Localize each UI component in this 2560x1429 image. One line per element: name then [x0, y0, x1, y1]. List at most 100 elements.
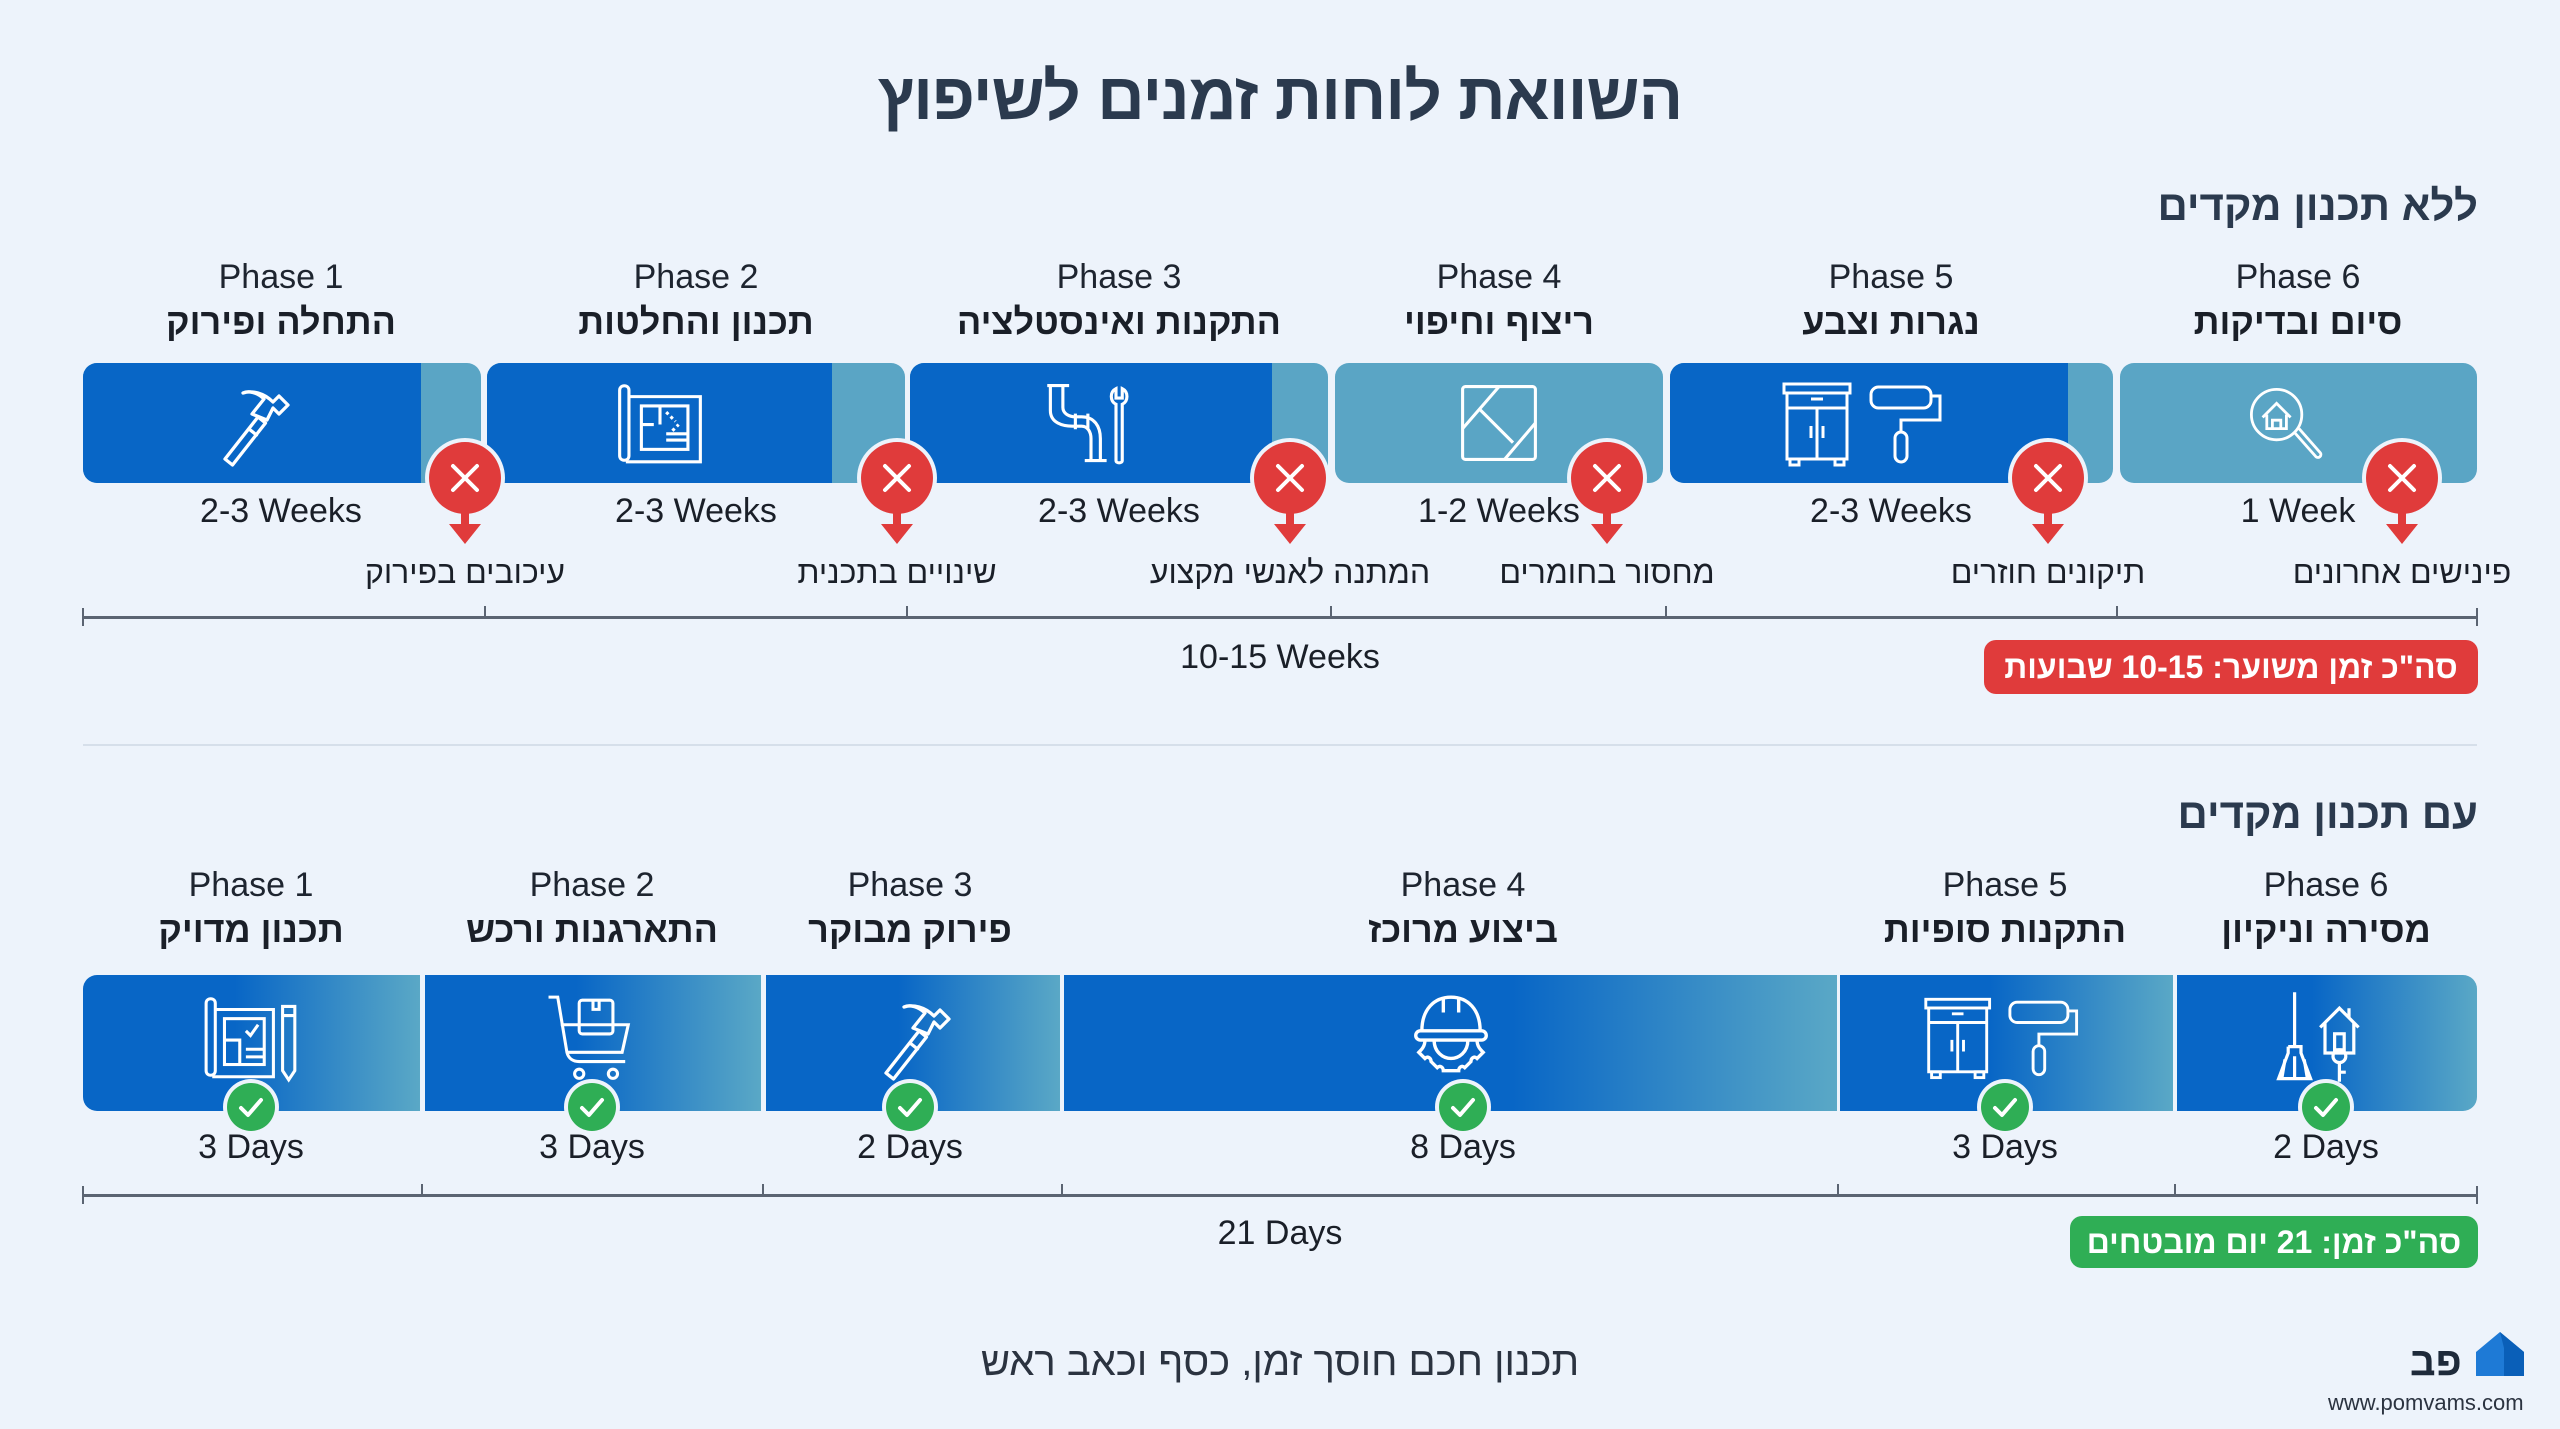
axis-tick — [82, 608, 84, 626]
phase-number: Phase 3 — [847, 866, 973, 904]
blueprint-pencil-icon — [200, 991, 304, 1083]
x-circle-icon — [2012, 442, 2084, 514]
phase-name: תכנון והחלטות — [578, 301, 814, 342]
phase-heading: Phase 4 ריצוף וחיפוי — [1404, 258, 1594, 343]
tile-icon — [1457, 381, 1541, 465]
phase-duration: 1-2 Weeks — [1418, 492, 1580, 530]
issue-label: תיקונים חוזרים — [1950, 554, 2146, 590]
check-circle-icon — [1439, 1083, 1487, 1131]
website-link[interactable]: www.pomvams.com — [2328, 1390, 2524, 1415]
phase-bar-2 — [487, 363, 905, 483]
axis-tick — [2116, 606, 2118, 618]
axis-tick — [1837, 1184, 1839, 1196]
section-divider — [83, 744, 2477, 746]
section-label-with-planning: עם תכנון מקדים — [2177, 790, 2478, 837]
blueprint-icon — [610, 378, 710, 468]
phase-number: Phase 1 — [188, 866, 314, 904]
phase-name: ריצוף וחיפוי — [1403, 301, 1595, 342]
phase-name: נגרות וצבע — [1802, 301, 1980, 342]
phase-bar-1 — [83, 363, 481, 483]
axis-tick — [762, 1184, 764, 1196]
footer-tagline: תכנון חכם חוסך זמן, כסף וכאב ראש — [980, 1340, 1580, 1384]
total-duration-label: 21 Days — [1217, 1214, 1343, 1252]
check-circle-icon — [227, 1083, 275, 1131]
phase-heading: Phase 3 התקנות ואינסטלציה — [957, 258, 1281, 343]
phase-name: מסירה וניקיון — [2221, 909, 2431, 950]
phase-name: התחלה ופירוק — [166, 301, 396, 342]
issue-label: מחסור בחומרים — [1499, 554, 1715, 590]
arrow-down-icon — [447, 506, 483, 551]
phase-duration: 2-3 Weeks — [615, 492, 777, 530]
issue-label: שינויים בתכנית — [797, 554, 997, 590]
phase-duration: 8 Days — [1410, 1128, 1516, 1166]
phase-heading: Phase 6 מסירה וניקיון — [2221, 866, 2431, 951]
page-title: השוואת לוחות זמנים לשיפוץ — [877, 59, 1684, 133]
phase-name: תכנון מדויק — [158, 909, 344, 950]
phase-heading: Phase 3 פירוק מבוקר — [808, 866, 1012, 951]
phase-duration: 2-3 Weeks — [1810, 492, 1972, 530]
house-logo-icon — [2474, 1330, 2526, 1383]
arrow-down-icon — [1272, 506, 1308, 551]
check-circle-icon — [886, 1083, 934, 1131]
x-circle-icon — [1254, 442, 1326, 514]
x-circle-icon — [861, 442, 933, 514]
phase-duration: 3 Days — [539, 1128, 645, 1166]
timeline-axis — [83, 616, 2477, 619]
axis-tick — [2476, 1186, 2478, 1204]
axis-tick — [484, 606, 486, 618]
phase-heading: Phase 2 התארגנות ורכש — [466, 866, 718, 951]
check-circle-icon — [568, 1083, 616, 1131]
total-guaranteed-badge: סה"כ זמן: 21 יום מובטחים — [2070, 1216, 2478, 1268]
phase-name: פירוק מבוקר — [808, 909, 1012, 950]
phase-duration: 1 Week — [2240, 492, 2356, 530]
phase-number: Phase 5 — [1942, 866, 2068, 904]
phase-name: התארגנות ורכש — [466, 909, 718, 950]
phase-duration: 2 Days — [2273, 1128, 2379, 1166]
phase-name: ביצוע מרוכז — [1368, 909, 1558, 950]
phase-number: Phase 2 — [633, 258, 759, 296]
phase-heading: Phase 2 תכנון והחלטות — [578, 258, 813, 343]
phase-name: התקנות סופיות — [1883, 909, 2127, 950]
phase-number: Phase 6 — [2263, 866, 2389, 904]
x-circle-icon — [429, 442, 501, 514]
phase-duration: 2-3 Weeks — [200, 492, 362, 530]
arrow-down-icon — [2030, 506, 2066, 551]
hammer-icon — [865, 989, 961, 1085]
shopping-cart-icon — [545, 991, 641, 1083]
axis-tick — [1330, 606, 1332, 618]
phase-number: Phase 2 — [529, 866, 655, 904]
issue-label: המתנה לאנשי מקצוע — [1149, 554, 1431, 590]
brand-logo[interactable]: פב — [2410, 1330, 2530, 1386]
axis-tick — [82, 1186, 84, 1204]
section-label-without-planning: ללא תכנון מקדים — [2157, 182, 2478, 229]
broom-house-key-icon — [2269, 989, 2365, 1085]
arrow-down-icon — [2384, 506, 2420, 551]
phase-duration: 2-3 Weeks — [1038, 492, 1200, 530]
worker-helmet-icon — [1409, 991, 1493, 1083]
x-circle-icon — [2366, 442, 2438, 514]
phase-number: Phase 5 — [1828, 258, 1954, 296]
check-circle-icon — [2302, 1083, 2350, 1131]
axis-tick — [906, 606, 908, 618]
check-circle-icon — [1981, 1083, 2029, 1131]
arrow-down-icon — [1589, 506, 1625, 551]
phase-number: Phase 4 — [1436, 258, 1562, 296]
axis-tick — [1665, 606, 1667, 618]
phase-duration: 3 Days — [1952, 1128, 2058, 1166]
logo-text: פב — [2410, 1340, 2462, 1384]
total-estimate-badge: סה"כ זמן משוער: 10-15 שבועות — [1984, 640, 2478, 694]
timeline-axis — [83, 1194, 2477, 1197]
phase-heading: Phase 1 התחלה ופירוק — [166, 258, 396, 343]
phase-bar-3 — [910, 363, 1328, 483]
phase-heading: Phase 1 תכנון מדויק — [158, 866, 343, 951]
phase-heading: Phase 5 התקנות סופיות — [1884, 866, 2126, 951]
total-duration-label: 10-15 Weeks — [1180, 638, 1380, 676]
axis-tick — [2174, 1184, 2176, 1196]
cabinet-roller-icon — [1778, 377, 1958, 469]
axis-tick — [1061, 1184, 1063, 1196]
axis-tick — [2476, 608, 2478, 626]
issue-label: עיכובים בפירוק — [364, 554, 566, 590]
cabinet-roller-icon — [1920, 992, 2094, 1082]
phase-heading: Phase 5 נגרות וצבע — [1802, 258, 1980, 343]
phase-duration: 2 Days — [857, 1128, 963, 1166]
